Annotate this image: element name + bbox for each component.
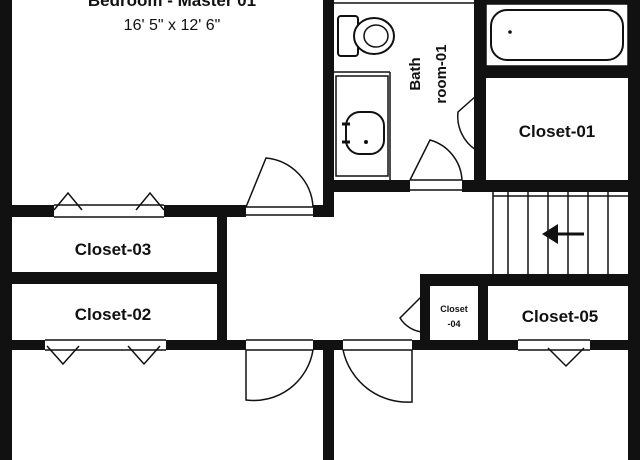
closet-04-label-line1: Closet xyxy=(440,304,468,314)
door-closet-01 xyxy=(457,95,485,151)
closet-01-label: Closet-01 xyxy=(519,122,596,141)
door-lower-right xyxy=(342,339,413,403)
door-closet-02 xyxy=(45,339,166,366)
closet-04-label-line2: -04 xyxy=(447,319,460,329)
bathroom-label-line2: room-01 xyxy=(433,44,450,103)
door-bedroom xyxy=(245,157,314,216)
closet-03-label: Closet-03 xyxy=(75,240,152,259)
closet-05-label: Closet-05 xyxy=(522,307,599,326)
bathtub-icon xyxy=(485,3,629,67)
bathroom-label-line1: Bath xyxy=(407,57,424,90)
door-closet-03 xyxy=(53,191,165,218)
closet-02-label: Closet-02 xyxy=(75,305,152,324)
door-bathroom xyxy=(409,139,463,191)
staircase xyxy=(493,192,628,274)
door-lower-left xyxy=(245,339,314,402)
door-closet-05 xyxy=(518,339,590,368)
sink-icon xyxy=(335,75,389,177)
doors xyxy=(45,95,590,403)
toilet-icon xyxy=(337,15,395,57)
bedroom-master-dims: 16' 5" x 12' 6" xyxy=(124,17,221,34)
bedroom-master-label: Bedroom - Master 01 xyxy=(88,0,256,10)
left-arrow-icon xyxy=(542,224,584,244)
door-closet-04 xyxy=(399,295,429,333)
